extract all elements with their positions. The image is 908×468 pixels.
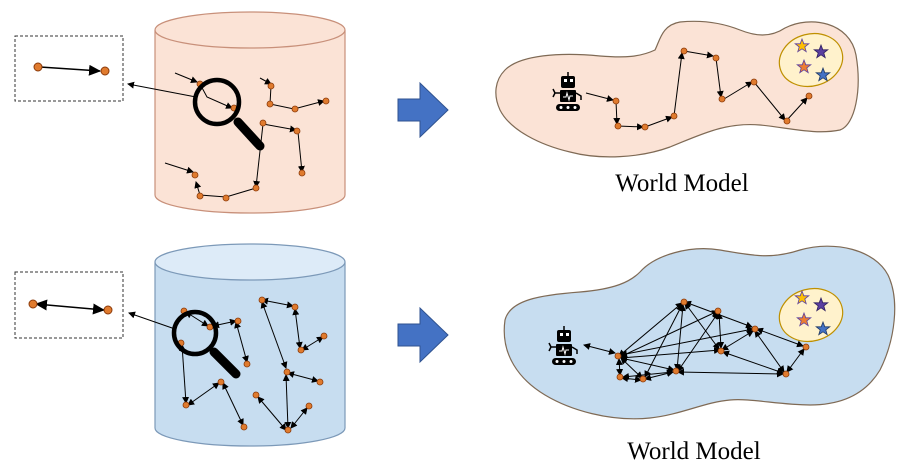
top-sample-transition-box (14, 35, 124, 102)
top-goal-region (778, 32, 844, 88)
bottom-cylinder-nodes (177, 296, 328, 434)
bottom-sample-transition-box (14, 271, 124, 339)
bottom-world-model-graph-edges (583, 300, 805, 383)
bottom-world-model-label: World Model (627, 438, 760, 465)
top-world-model-label: World Model (615, 170, 748, 197)
right-arrow-icon (397, 306, 449, 364)
robot-icon (548, 326, 578, 365)
robot-icon (552, 72, 582, 111)
top-zoom-pointer (127, 81, 197, 98)
top-dataset-cylinder (154, 11, 346, 214)
top-world-model-nodes (612, 47, 813, 131)
magnifier-icon (171, 309, 241, 379)
bottom-zoom-pointer (128, 311, 176, 330)
top-world-model-trajectory (585, 50, 808, 131)
magnifier-icon (192, 77, 265, 151)
right-arrow-icon (397, 81, 449, 139)
bottom-world-model-graph-nodes (614, 298, 810, 383)
